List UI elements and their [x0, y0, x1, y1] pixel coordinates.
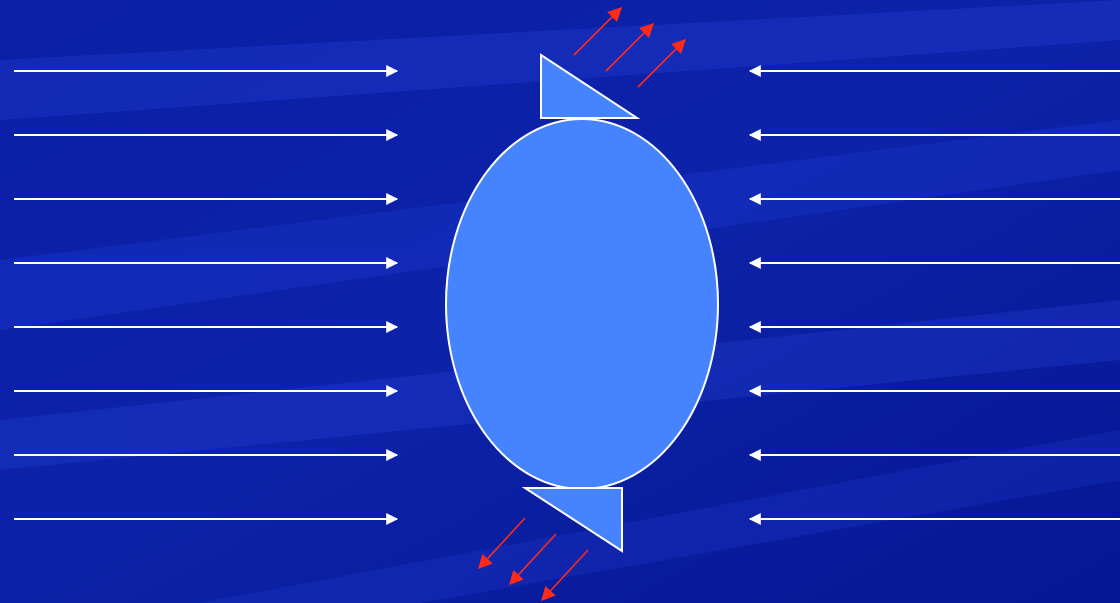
left-force-arrows [14, 65, 399, 525]
top-wedge [540, 53, 641, 119]
bottom-wedge [521, 487, 623, 553]
arrow-up-right-icon [573, 7, 622, 56]
bottom-flow-arrows [478, 517, 589, 602]
arrow-up-right-icon [605, 23, 654, 72]
arrow-up-right-icon [637, 39, 686, 88]
arrow-down-left-icon [541, 549, 589, 602]
right-force-arrows [748, 65, 1120, 525]
arrow-down-left-icon [478, 517, 526, 570]
central-ellipse-body [445, 118, 719, 490]
top-flow-arrows [573, 7, 686, 88]
arrow-down-left-icon [509, 533, 557, 586]
